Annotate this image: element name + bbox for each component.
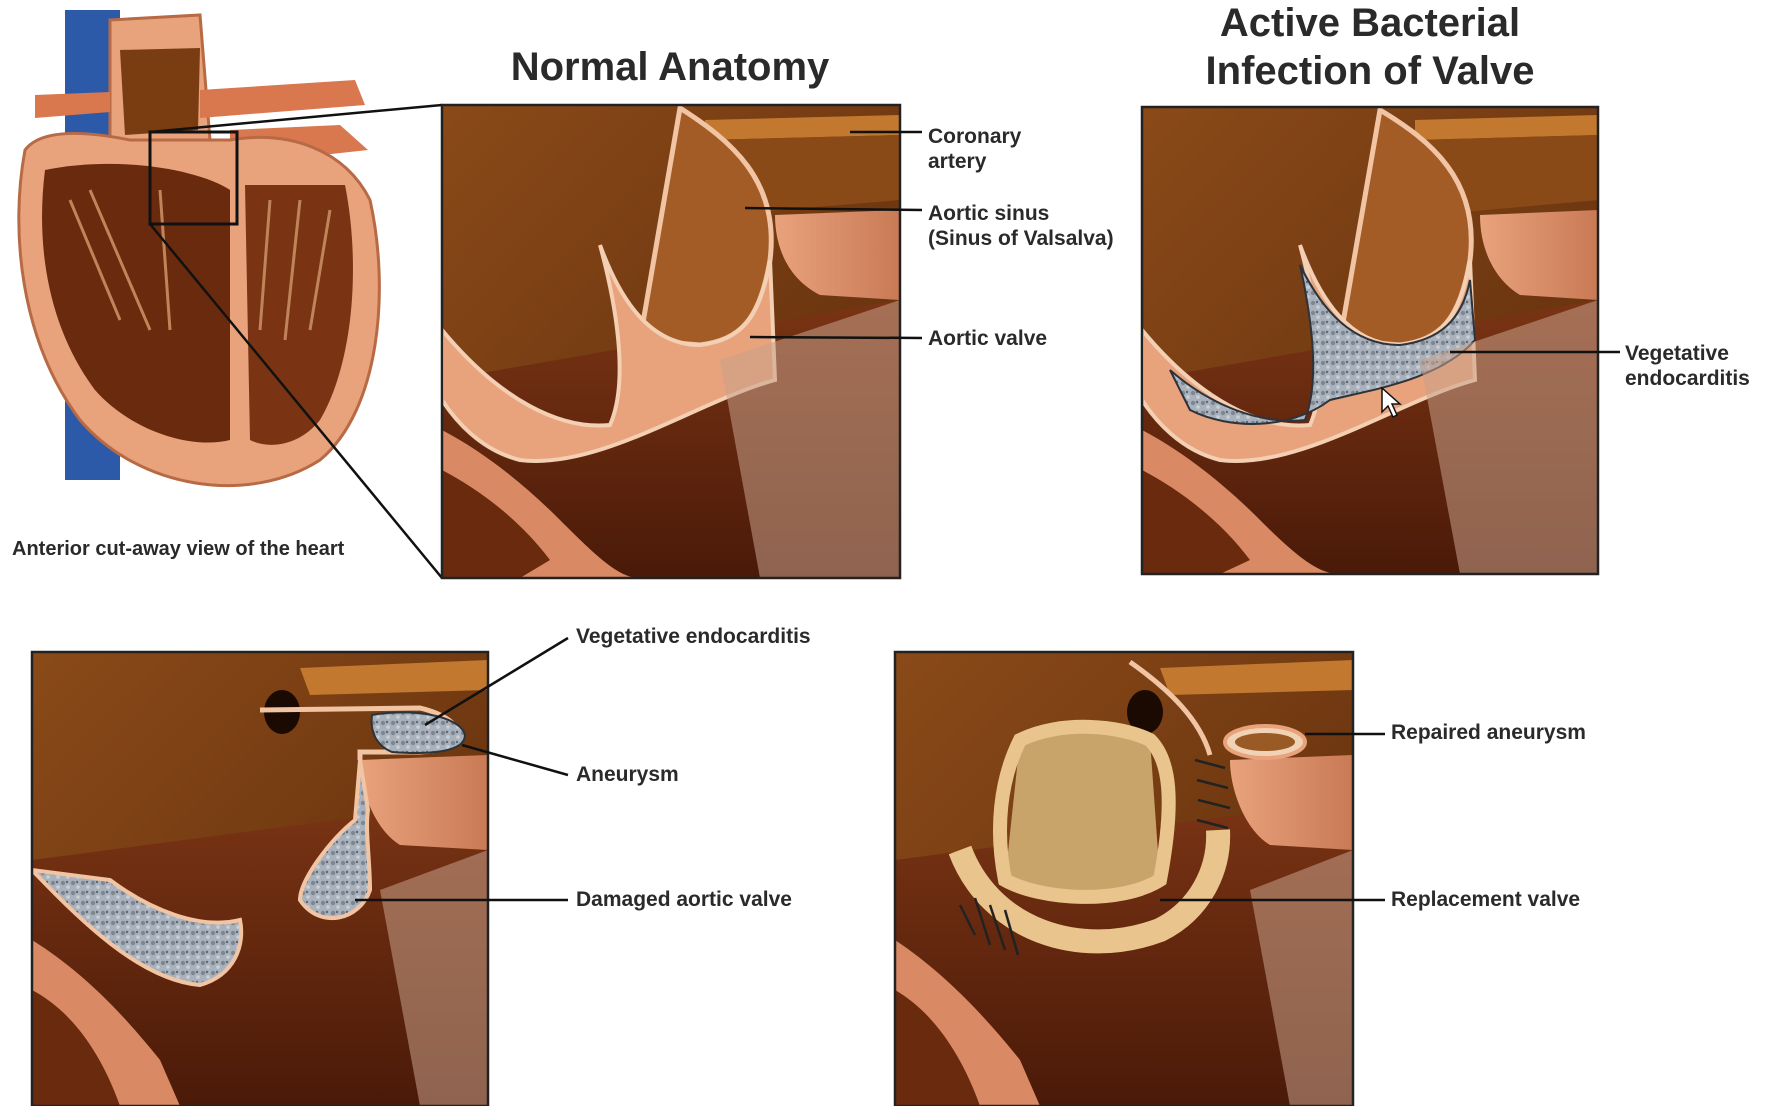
label-coronary-artery: Coronary artery (928, 124, 1021, 174)
leader-valve (750, 337, 922, 338)
title-infection-line1: Active Bacterial (1190, 0, 1550, 46)
label-damaged-aortic-valve: Damaged aortic valve (576, 887, 792, 912)
valve-inner (1005, 727, 1160, 897)
pulmonary-artery (200, 80, 365, 118)
label-repaired-aneurysm: Repaired aneurysm (1391, 720, 1586, 745)
title-normal-anatomy: Normal Anatomy (510, 44, 830, 90)
label-vegetative-endocarditis: Vegetative endocarditis (1625, 341, 1750, 391)
caption-heart-view: Anterior cut-away view of the heart (12, 538, 344, 561)
label-replacement-valve: Replacement valve (1391, 887, 1580, 912)
panel-repair (895, 652, 1353, 1106)
panel-normal-anatomy (442, 105, 900, 578)
title-infection-line2: Infection of Valve (1190, 48, 1550, 94)
label-aortic-sinus: Aortic sinus (Sinus of Valsalva) (928, 201, 1114, 251)
label-aortic-valve: Aortic valve (928, 326, 1047, 351)
label-vegetative-endocarditis-2: Vegetative endocarditis (576, 624, 811, 649)
panel-damage (32, 652, 488, 1106)
label-aneurysm: Aneurysm (576, 762, 679, 787)
panel-active-infection (1142, 107, 1598, 574)
heart-overview-illustration (19, 10, 380, 486)
